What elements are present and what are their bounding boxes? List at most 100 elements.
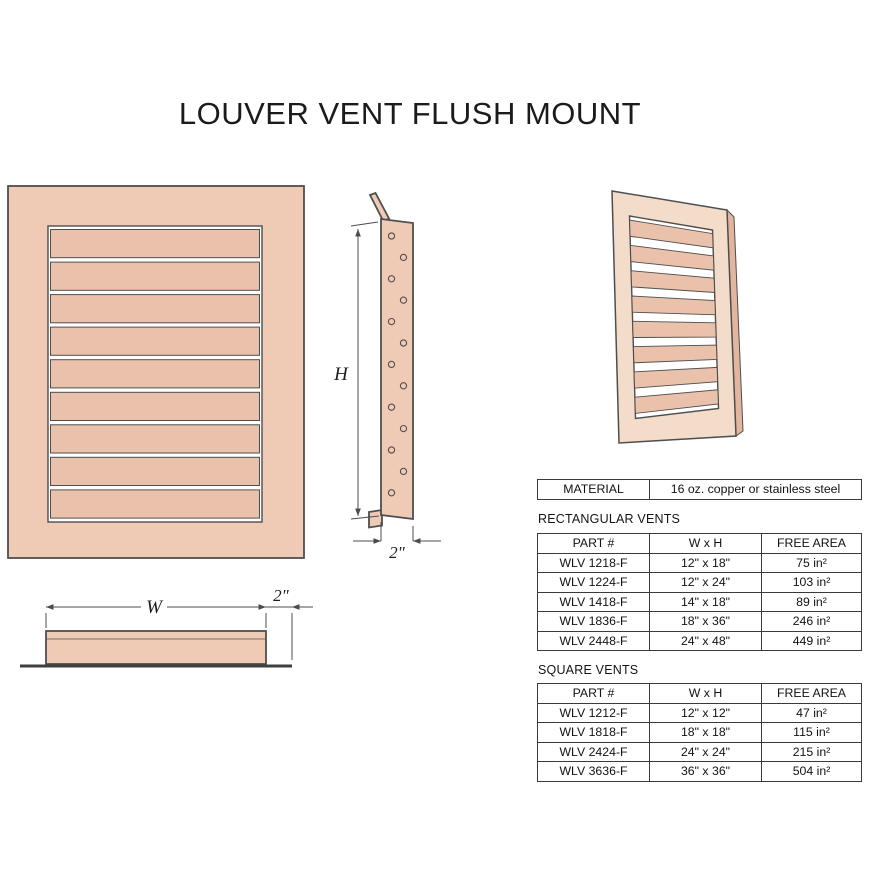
cell-size: 12" x 18" [649,552,762,573]
rectangular-vents-table: PART # W x H FREE AREA WLV 1218-F 12" x … [537,533,862,651]
front-louver-slats [50,229,260,519]
table-row: WLV 1212-F 12" x 12" 47 in² [537,702,862,723]
louver-slat-3d [629,219,714,249]
cell-free-area: 47 in² [761,702,862,723]
cell-size: 14" x 18" [649,591,762,612]
cell-size: 12" x 24" [649,572,762,593]
table-row: MATERIAL 16 oz. copper or stainless stee… [537,479,862,500]
cell-size: 24" x 24" [649,741,762,762]
col-header-free-area: FREE AREA [761,533,862,554]
cell-part: WLV 2424-F [537,741,650,762]
cell-free-area: 504 in² [761,761,862,782]
material-table: MATERIAL 16 oz. copper or stainless stee… [537,479,862,500]
cell-part: WLV 1212-F [537,702,650,723]
louver-slat-3d [630,270,716,293]
side-bottom-flange [368,508,383,529]
perspective-view [611,190,744,444]
side-body [380,217,414,521]
dim-label-h: H [333,364,349,385]
cell-part: WLV 1418-F [537,591,650,612]
perspective-louver-slats [629,219,719,414]
col-header-free-area: FREE AREA [761,683,862,704]
header-row: PART # W x H FREE AREA [537,533,862,554]
perforation-dot [387,275,396,283]
rectangular-vents-title: RECTANGULAR VENTS [538,512,681,526]
table-row: WLV 2448-F 24" x 48" 449 in² [537,630,862,651]
dimension-depth-side: 2" [353,522,441,562]
louver-slat-3d [634,389,719,414]
perforation-dot [399,382,408,390]
col-header-wxh: W x H [649,533,762,554]
dimension-h: H [333,221,380,520]
cell-part: WLV 1218-F [537,552,650,573]
perforation-dot [399,424,408,433]
cell-size: 18" x 18" [649,722,762,743]
perforation-dot [387,403,396,411]
louver-slat [50,229,260,259]
page-title: LOUVER VENT FLUSH MOUNT [178,96,642,131]
louver-slat [50,326,260,356]
bottom-body [45,630,267,665]
cell-free-area: 215 in² [761,741,862,762]
louver-slat [50,391,260,421]
material-value: 16 oz. copper or stainless steel [649,479,862,500]
cell-part: WLV 3636-F [537,761,650,782]
cell-free-area: 89 in² [761,591,862,612]
table-row: WLV 1218-F 12" x 18" 75 in² [537,552,862,573]
louver-slat [50,359,260,389]
louver-slat [50,294,260,324]
cell-free-area: 75 in² [761,552,862,573]
louver-slat-3d [633,366,719,389]
square-vents-table: PART # W x H FREE AREA WLV 1212-F 12" x … [537,683,862,782]
table-row: WLV 3636-F 36" x 36" 504 in² [537,761,862,782]
cell-size: 36" x 36" [649,761,762,782]
louver-slat-3d [629,244,715,271]
cell-free-area: 449 in² [761,630,862,651]
table-row: WLV 2424-F 24" x 24" 215 in² [537,741,862,762]
cell-free-area: 246 in² [761,611,862,632]
side-view [368,191,414,529]
cell-part: WLV 1224-F [537,572,650,593]
bottom-view [20,630,292,668]
dim-label-depth-side: 2" [389,543,406,562]
col-header-part: PART # [537,683,650,704]
cell-free-area: 103 in² [761,572,862,593]
material-label: MATERIAL [537,479,650,500]
louver-slat-3d [632,320,717,338]
louver-slat [50,261,260,291]
table-row: WLV 1418-F 14" x 18" 89 in² [537,591,862,612]
perforation-dot [387,317,396,326]
louver-slat [50,424,260,454]
cell-part: WLV 2448-F [537,630,650,651]
louver-slat [50,456,260,486]
perforation-dot [387,446,396,454]
louver-slat [50,489,260,519]
cell-size: 18" x 36" [649,611,762,632]
perforation-dot [387,489,396,497]
perforation-dot [399,339,408,347]
louver-slat-3d [632,344,718,364]
side-top-flange [368,191,391,223]
cell-part: WLV 1836-F [537,611,650,632]
front-view [7,185,305,559]
col-header-wxh: W x H [649,683,762,704]
dimension-w: W 2" [45,586,313,660]
dim-label-w: W [146,597,164,618]
perforation-dot [387,232,396,240]
table-row: WLV 1818-F 18" x 18" 115 in² [537,722,862,743]
perforation-dot [387,360,396,369]
dim-label-depth-bottom: 2" [273,586,290,605]
perforation-dot [399,467,408,476]
table-row: WLV 1224-F 12" x 24" 103 in² [537,572,862,593]
cell-part: WLV 1818-F [537,722,650,743]
louver-slat-3d [631,295,716,316]
cell-free-area: 115 in² [761,722,862,743]
perforation-dot [399,253,408,262]
square-vents-title: SQUARE VENTS [538,663,639,677]
table-row: WLV 1836-F 18" x 36" 246 in² [537,611,862,632]
col-header-part: PART # [537,533,650,554]
cell-size: 12" x 12" [649,702,762,723]
cell-size: 24" x 48" [649,630,762,651]
